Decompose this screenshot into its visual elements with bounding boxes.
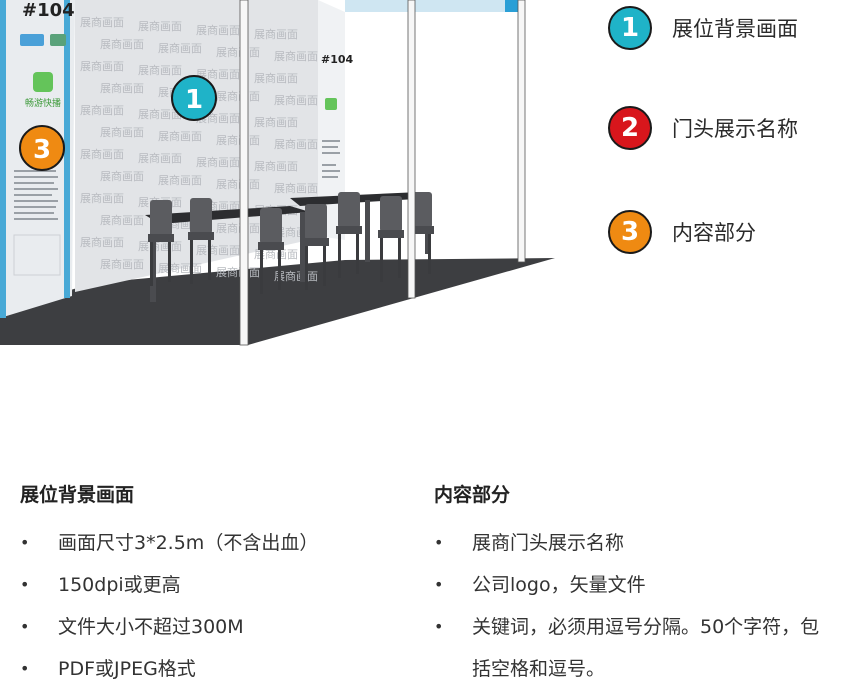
chair — [188, 198, 214, 284]
wall-pattern-text: 展商画面 — [100, 37, 144, 51]
legend-label-2: 门头展示名称 — [672, 117, 798, 141]
section-title: 内容部分 — [434, 484, 511, 506]
app-logo-icon — [33, 72, 53, 92]
marker-1: 1 — [171, 75, 217, 121]
wall-pattern-text: 展商画面 — [158, 173, 202, 187]
booth-floor — [0, 258, 555, 345]
chair — [378, 196, 404, 282]
chairs — [148, 192, 434, 294]
pole — [239, 0, 249, 346]
legend-item-1: 1 展位背景画面 — [608, 4, 798, 52]
legend-label-1: 展位背景画面 — [672, 17, 798, 41]
wall-pattern-text: 展商画面 — [216, 265, 260, 279]
spec-list: 展商门头展示名称 公司logo，矢量文件 关键词，必须用逗号分隔。50个字符，包… — [434, 522, 834, 690]
wall-pattern-text: 展商画面 — [138, 151, 182, 165]
header-strip — [345, 0, 525, 12]
wall-pattern-text: 展商画面 — [158, 41, 202, 55]
wall-pattern-text: 展商画面 — [216, 89, 260, 103]
wall-pattern-text: 展商画面 — [100, 169, 144, 183]
logo-text: 畅游快播 — [25, 97, 61, 109]
pole — [517, 0, 526, 263]
list-item: 公司logo，矢量文件 — [434, 564, 834, 606]
wall-pattern-text: 展商画面 — [216, 45, 260, 59]
wall-pattern-text: 展商画面 — [80, 103, 124, 117]
wall-pattern-text: 展商画面 — [100, 213, 144, 227]
svg-text:3: 3 — [33, 135, 51, 165]
wall-pattern-text: 展商画面 — [274, 137, 318, 151]
legend-number-1: 1 — [608, 6, 652, 50]
wall-pattern-text: 展商画面 — [254, 27, 298, 41]
wall-pattern-text: 展商画面 — [196, 23, 240, 37]
wall-pattern-text: 展商画面 — [216, 221, 260, 235]
chair — [336, 192, 362, 278]
side-panel — [318, 0, 345, 240]
list-item: PDF或JPEG格式 — [20, 648, 400, 690]
legend-item-2: 2 门头展示名称 — [608, 104, 798, 152]
spec-list: 画面尺寸3*2.5m（不含出血） 150dpi或更高 文件大小不超过300M P… — [20, 522, 400, 690]
legend-label-3: 内容部分 — [672, 221, 756, 245]
side-logo-icon — [325, 98, 337, 110]
wall-pattern-text: 展商画面 — [254, 159, 298, 173]
booth-illustration: 展商画面展商画面展商画面展商画面展商画面展商画面展商画面展商画面展商画面展商画面… — [0, 0, 555, 346]
svg-text:1: 1 — [185, 85, 203, 115]
legend-item-3: 3 内容部分 — [608, 208, 756, 256]
section-background: 展位背景画面 画面尺寸3*2.5m（不含出血） 150dpi或更高 文件大小不超… — [20, 480, 400, 690]
wall-pattern-text: 展商画面 — [274, 181, 318, 195]
chair — [303, 204, 329, 290]
list-item: 文件大小不超过300M — [20, 606, 400, 648]
wall-pattern-text: 展商画面 — [216, 177, 260, 191]
partner-logo — [50, 34, 66, 46]
wall-pattern-text: 展商画面 — [274, 93, 318, 107]
list-item: 关键词，必须用逗号分隔。50个字符，包括空格和逗号。 — [434, 606, 834, 690]
wall-pattern-text: 展商画面 — [196, 243, 240, 257]
wall-pattern-text: 展商画面 — [100, 81, 144, 95]
wall-pattern-text: 展商画面 — [158, 129, 202, 143]
booth-number: #104 — [22, 0, 75, 21]
list-item: 150dpi或更高 — [20, 564, 400, 606]
section-content: 内容部分 展商门头展示名称 公司logo，矢量文件 关键词，必须用逗号分隔。50… — [434, 480, 834, 690]
wall-pattern-text: 展商画面 — [100, 257, 144, 271]
wall-pattern-text: 展商画面 — [80, 59, 124, 73]
wall-pattern-text: 展商画面 — [196, 67, 240, 81]
wall-pattern-text: 展商画面 — [80, 191, 124, 205]
marker-3: 3 — [19, 125, 65, 171]
wall-pattern-text: 展商画面 — [254, 247, 298, 261]
back-wall — [75, 0, 318, 292]
legend-number-3: 3 — [608, 210, 652, 254]
wall-pattern-text: 展商画面 — [254, 115, 298, 129]
section-title: 展位背景画面 — [20, 484, 135, 506]
legend-number-2: 2 — [608, 106, 652, 150]
side-booth-number: #104 — [321, 53, 354, 66]
list-item: 展商门头展示名称 — [434, 522, 834, 564]
pole — [407, 0, 416, 299]
wall-pattern-text: 展商画面 — [216, 133, 260, 147]
wall-pattern-text: 展商画面 — [100, 125, 144, 139]
wall-pattern-text: 展商画面 — [80, 147, 124, 161]
chair — [148, 200, 174, 286]
wall-pattern-text: 展商画面 — [196, 155, 240, 169]
wall-pattern-text: 展商画面 — [138, 63, 182, 77]
wall-pattern-text: 展商画面 — [274, 49, 318, 63]
chair — [258, 208, 284, 294]
wall-pattern-text: 展商画面 — [138, 107, 182, 121]
list-item: 画面尺寸3*2.5m（不含出血） — [20, 522, 400, 564]
wall-pattern-text: 展商画面 — [80, 235, 124, 249]
wall-pattern-text: 展商画面 — [80, 15, 124, 29]
partner-logo — [20, 34, 44, 46]
wall-pattern-text: 展商画面 — [158, 261, 202, 275]
wall-pattern-text: 展商画面 — [254, 71, 298, 85]
wall-pattern-text: 展商画面 — [138, 19, 182, 33]
